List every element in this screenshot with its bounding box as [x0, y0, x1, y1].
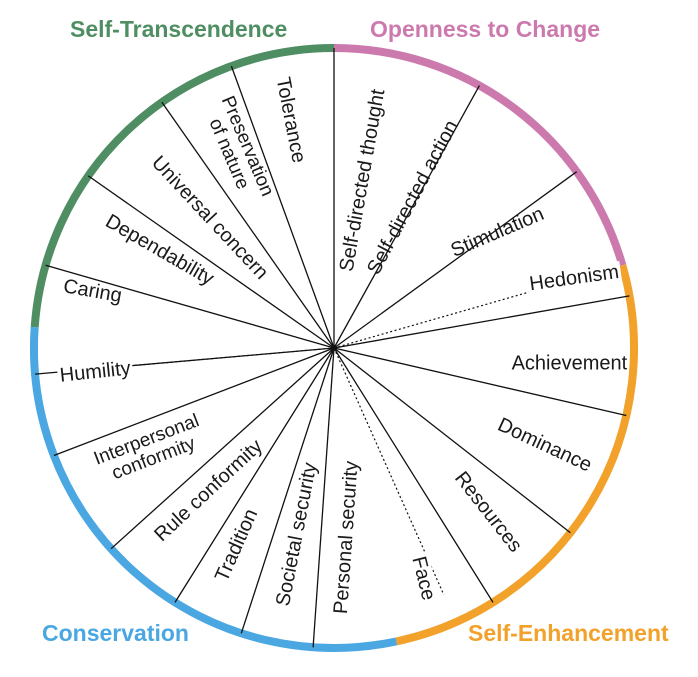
value-label-line: Caring: [62, 276, 124, 308]
value-label-dominance: Dominance: [494, 414, 595, 477]
divider-line: [45, 264, 335, 349]
ring-arc-self-transcendence: [30, 44, 335, 328]
divider-line: [333, 347, 571, 534]
value-label-preservation-of-nature: Preservationof nature: [198, 93, 277, 207]
value-label-line: Resources: [450, 468, 526, 557]
quadrant-title-self-enhancement: Self-Enhancement: [468, 620, 669, 646]
value-label-line: Tolerance: [271, 76, 309, 165]
label-backing: [526, 260, 623, 296]
value-label-face: Face: [407, 554, 439, 602]
value-label-hedonism: Hedonism: [528, 261, 620, 295]
value-label-tolerance: Tolerance: [271, 76, 309, 165]
divider-line: [174, 347, 335, 603]
value-label-resources: Resources: [450, 468, 526, 557]
divider-line: [230, 65, 335, 349]
divider-line: [333, 347, 494, 603]
value-label-line: Hedonism: [528, 261, 620, 295]
value-label-line: Humility: [59, 358, 132, 387]
divider-line: [333, 171, 578, 349]
divider-line: [53, 347, 335, 457]
quadrant-title-openness-to-change: Openness to Change: [370, 16, 601, 42]
value-label-achievement: Achievement: [512, 353, 628, 375]
divider-line: [87, 175, 335, 349]
value-label-caring: Caring: [62, 276, 124, 308]
center-hub: [331, 345, 337, 351]
value-label-line: Tradition: [211, 506, 262, 585]
value-label-line: Face: [407, 554, 439, 602]
value-label-line: Achievement: [512, 353, 628, 375]
value-label-humility: Humility: [59, 358, 132, 387]
divider-line: [240, 347, 335, 634]
quadrant-title-conservation: Conservation: [42, 620, 189, 646]
divider-line: [333, 295, 630, 349]
divider-line: [333, 347, 627, 417]
label-backing: [56, 357, 134, 388]
value-label-stimulation: Stimulation: [448, 203, 548, 262]
value-label-line: Dominance: [494, 414, 595, 477]
label-backing: [406, 552, 440, 605]
dotted-divider-line: [333, 271, 599, 349]
value-label-societal-security: Societal security: [272, 461, 321, 608]
value-label-personal-security: Personal security: [330, 460, 363, 615]
divider-line: [312, 347, 335, 648]
quadrant-title-self-transcendence: Self-Transcendence: [70, 16, 288, 42]
ring-arc-conservation: [30, 326, 398, 652]
divider-line: [161, 101, 335, 349]
value-label-line: Societal security: [272, 461, 321, 608]
divider-line: [333, 85, 480, 349]
divider-line: [110, 347, 335, 550]
value-label-tradition: Tradition: [211, 506, 262, 585]
ring-arc-self-enhancement: [395, 264, 639, 646]
value-label-line: Personal security: [330, 460, 363, 615]
ring-arc-openness: [333, 44, 627, 267]
value-label-line: Stimulation: [448, 203, 548, 262]
